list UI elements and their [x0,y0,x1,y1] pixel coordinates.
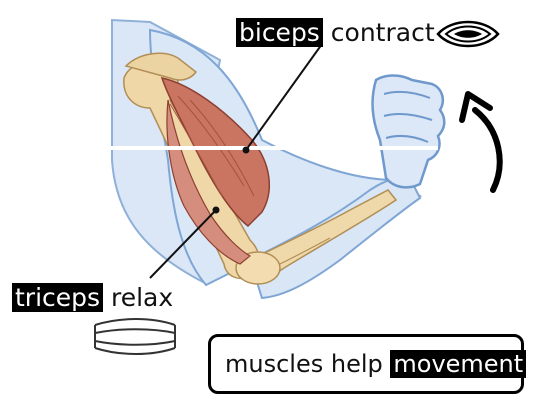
separator-band [108,146,438,150]
caption-text: muscles help movement [225,349,526,379]
relaxed-muscle-icon [95,319,175,354]
fist [373,76,445,188]
caption-prefix: muscles help [225,350,383,378]
contracted-muscle-icon [438,22,498,46]
biceps-label: biceps [236,18,323,47]
caption-highlight: movement [390,350,526,378]
contract-label: contract [331,18,435,47]
relax-label: relax [111,283,173,312]
caption-box: muscles help movement [208,334,524,394]
triceps-label: triceps [12,283,103,312]
triceps-relax-label: triceps relax [12,283,173,313]
biceps-contract-label: biceps contract [236,18,435,48]
curved-movement-arrow-icon [462,94,500,190]
biceps-pointer-line [246,44,322,150]
